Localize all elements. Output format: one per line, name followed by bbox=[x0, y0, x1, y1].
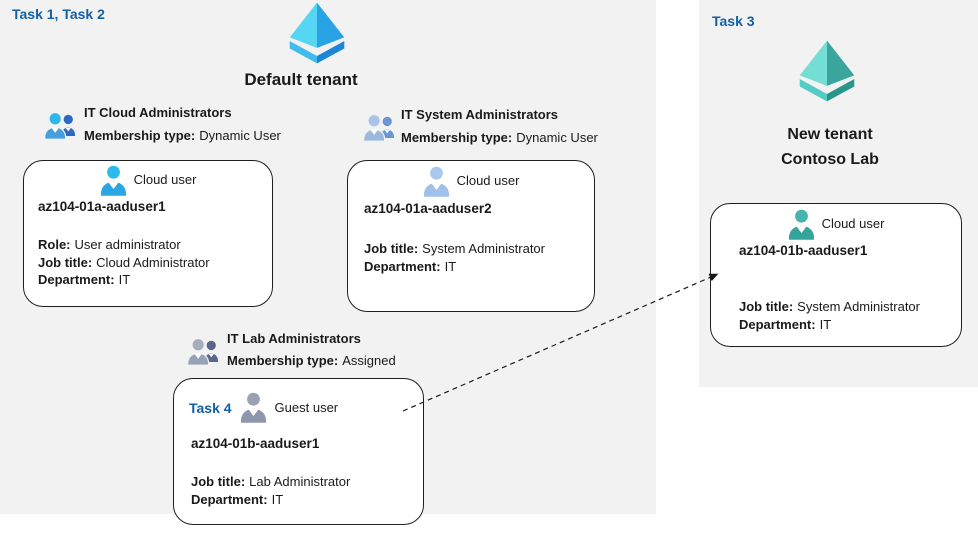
user-group-icon bbox=[363, 113, 395, 142]
guest-user-icon bbox=[240, 392, 266, 423]
task3-label: Task 3 bbox=[712, 13, 755, 29]
default-tenant-title: Default tenant bbox=[244, 70, 358, 89]
azure-tenant-icon-teal bbox=[799, 40, 855, 102]
task4-label: Task 4 bbox=[189, 399, 232, 416]
user-card-aaduser2: Cloud user az104-01a-aaduser2 Job title:… bbox=[347, 160, 595, 312]
username: az104-01a-aaduser1 bbox=[38, 199, 166, 214]
group-system-admins-membership: Membership type:Dynamic User bbox=[401, 130, 598, 145]
cloud-user-icon bbox=[423, 166, 449, 197]
username: az104-01b-aaduser1 bbox=[191, 436, 320, 451]
new-tenant-title-line2: Contoso Lab bbox=[781, 151, 879, 168]
user-type-label: Cloud user bbox=[821, 216, 885, 231]
username: az104-01a-aaduser2 bbox=[364, 201, 492, 216]
user-type-label: Guest user bbox=[274, 400, 339, 415]
group-lab-admins-title: IT Lab Administrators bbox=[227, 331, 361, 346]
cloud-user-icon bbox=[788, 209, 814, 240]
group-cloud-admins-membership: Membership type:Dynamic User bbox=[84, 128, 281, 143]
group-lab-admins-membership: Membership type:Assigned bbox=[227, 353, 396, 368]
user-type-label: Cloud user bbox=[133, 172, 197, 187]
user-fields: Job title:Lab Administrator Department:I… bbox=[191, 474, 351, 507]
user-card-aaduser1: Cloud user az104-01a-aaduser1 Role:User … bbox=[23, 160, 273, 307]
user-type-label: Cloud user bbox=[456, 173, 520, 188]
group-cloud-admins-title: IT Cloud Administrators bbox=[84, 105, 232, 120]
user-fields: Job title:System Administrator Departmen… bbox=[739, 299, 920, 332]
new-tenant-title-line1: New tenant bbox=[787, 126, 873, 143]
new-tenant-title: New tenant Contoso Lab bbox=[715, 122, 945, 172]
group-system-admins-title: IT System Administrators bbox=[401, 107, 559, 122]
new-tenant-user-card: Cloud user az104-01b-aaduser1 Job title:… bbox=[710, 203, 962, 347]
user-group-icon bbox=[44, 111, 76, 140]
username: az104-01b-aaduser1 bbox=[739, 243, 868, 258]
cloud-user-icon bbox=[100, 165, 126, 196]
azure-tenant-icon-blue bbox=[289, 2, 345, 64]
task1-2-label: Task 1, Task 2 bbox=[12, 6, 105, 22]
user-group-icon bbox=[187, 337, 219, 366]
user-fields: Job title:System Administrator Departmen… bbox=[364, 241, 545, 274]
user-fields: Role:User administrator Job title:Cloud … bbox=[38, 237, 210, 287]
guest-user-card-aaduser1: Task 4 Guest user az104-01b-aaduser1 Job… bbox=[173, 378, 424, 525]
